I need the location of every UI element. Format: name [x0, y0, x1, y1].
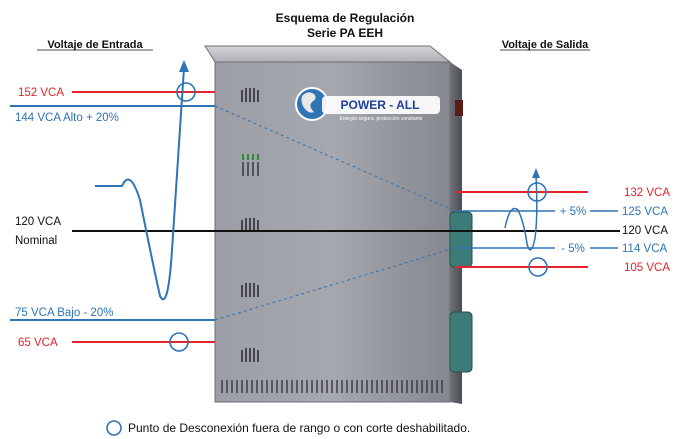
disconnect-circle-output-high — [527, 182, 547, 202]
input-label-152: 152 VCA — [18, 87, 64, 99]
input-label-144: 144 VCA Alto + 20% — [15, 112, 119, 124]
output-tag-minus5: - 5% — [561, 243, 585, 255]
device-top — [204, 45, 452, 63]
device-outlet-lower — [449, 311, 473, 373]
vent-slots-lower — [242, 162, 259, 176]
legend-text: Punto de Desconexión fuera de rango o co… — [128, 421, 470, 435]
input-label-75: 75 VCA Bajo - 20% — [15, 307, 113, 319]
output-label-105: 105 VCA — [624, 262, 670, 274]
output-tag-plus5: + 5% — [560, 206, 587, 218]
status-leds — [242, 154, 259, 160]
input-waveform — [95, 67, 185, 301]
disconnect-circle-input-high — [176, 82, 196, 102]
power-all-logo: POWER - ALL Energía segura, protección c… — [295, 87, 440, 122]
legend-circle-icon — [106, 420, 122, 436]
device-outlet-upper — [449, 211, 473, 268]
input-label-65: 65 VCA — [18, 337, 58, 349]
diagram-subtitle: Serie PA EEH — [307, 26, 383, 40]
globe-continent — [301, 92, 316, 113]
brand-name: POWER - ALL — [341, 98, 420, 112]
device-switch — [455, 100, 463, 116]
bottom-vent-row — [221, 380, 443, 393]
output-arrow-icon — [532, 168, 540, 178]
input-arrow-icon — [179, 60, 189, 72]
input-label-120: 120 VCA — [15, 216, 61, 228]
output-label-125: 125 VCA — [622, 206, 668, 218]
legend: Punto de Desconexión fuera de rango o co… — [106, 420, 470, 436]
output-label-114: 114 VCA — [622, 243, 668, 255]
output-waveform — [504, 175, 538, 251]
input-label-nominal: Nominal — [15, 235, 57, 247]
output-heading: Voltaje de Salida — [502, 39, 589, 51]
input-heading: Voltaje de Entrada — [47, 39, 143, 51]
output-label-132: 132 VCA — [624, 187, 670, 199]
disconnect-circle-output-low — [528, 257, 548, 277]
brand-tagline: Energía segura, protección constante — [339, 116, 422, 122]
vent-slots — [241, 88, 259, 362]
logo-wordmark-bg — [322, 96, 440, 114]
output-label-120: 120 VCA — [622, 225, 668, 237]
regulator-device: POWER - ALL Energía segura, protección c… — [204, 45, 473, 404]
converge-line-upper — [214, 105, 456, 212]
disconnect-circle-input-low — [169, 332, 189, 352]
diagram-title: Esquema de Regulación — [276, 11, 415, 25]
